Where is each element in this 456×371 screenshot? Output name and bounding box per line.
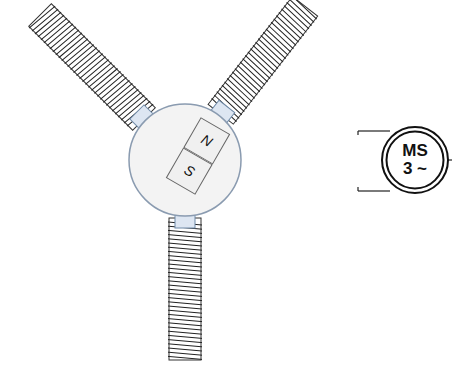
pole-letter: N xyxy=(199,132,215,150)
pole-letter: S xyxy=(182,162,197,179)
motor-symbol: MS3 ~ xyxy=(385,130,445,190)
motor-symbol-outer xyxy=(382,127,448,193)
stator-coil xyxy=(202,0,318,131)
motor-symbol-inner xyxy=(387,132,444,189)
stator-coil xyxy=(28,3,162,137)
motor-label: 3 ~ xyxy=(403,160,427,178)
stator-coil xyxy=(168,210,202,360)
rotor-disc xyxy=(129,104,241,216)
motor-label: MS xyxy=(402,142,428,160)
stator-coils xyxy=(28,0,319,360)
